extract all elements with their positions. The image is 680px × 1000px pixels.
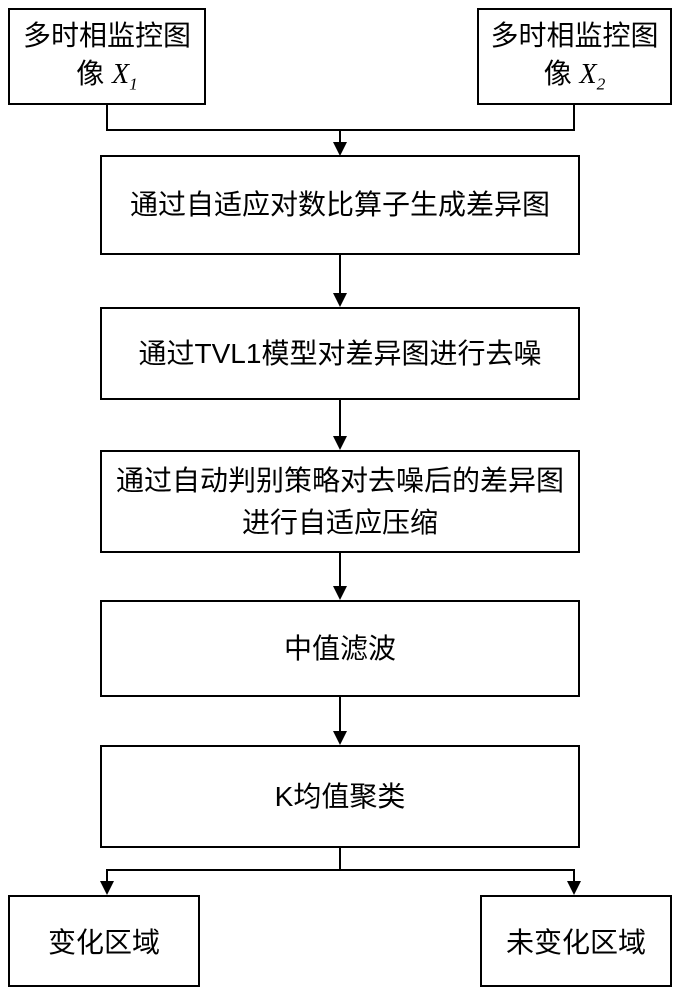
step2-label: 通过TVL1模型对差异图进行去噪: [138, 337, 542, 369]
arrowhead-to-step5: [333, 731, 347, 745]
input-box-x1: 多时相监控图像 X1: [8, 8, 206, 105]
step-box-kmeans-clustering: K均值聚类: [100, 745, 580, 848]
step3-label: 通过自动判别策略对去噪后的差异图进行自适应压缩: [115, 464, 564, 538]
step-box-adaptive-compression: 通过自动判别策略对去噪后的差异图进行自适应压缩: [100, 450, 580, 553]
input-x1-variable: X1: [111, 58, 138, 94]
step5-label: K均值聚类: [274, 780, 406, 812]
input-x2-variable: X2: [579, 58, 606, 94]
step-box-tvl1-denoise: 通过TVL1模型对差异图进行去噪: [100, 307, 580, 400]
input-x1-label: 多时相监控图像 X1: [21, 17, 193, 96]
input-x2-text: 多时相监控图像: [490, 20, 659, 89]
arrowhead-to-step4: [333, 586, 347, 600]
step-box-difference-map: 通过自适应对数比算子生成差异图: [100, 155, 580, 255]
input-box-x2: 多时相监控图像 X2: [477, 8, 672, 105]
output-changed-label: 变化区域: [47, 927, 160, 958]
output-box-unchanged-region: 未变化区域: [480, 895, 672, 987]
arrowhead-to-output2: [567, 881, 581, 895]
step1-label: 通过自适应对数比算子生成差异图: [129, 189, 550, 220]
arrowhead-to-step1: [333, 142, 347, 156]
input-x1-text: 多时相监控图像: [22, 20, 191, 89]
step4-label: 中值滤波: [283, 632, 396, 664]
arrowhead-to-step2: [333, 293, 347, 307]
step-box-median-filter: 中值滤波: [100, 600, 580, 697]
arrowhead-to-output1: [100, 881, 114, 895]
output-box-changed-region: 变化区域: [8, 895, 200, 987]
output-unchanged-label: 未变化区域: [505, 927, 646, 958]
arrowhead-to-step3: [333, 436, 347, 450]
input-x2-label: 多时相监控图像 X2: [489, 17, 661, 96]
